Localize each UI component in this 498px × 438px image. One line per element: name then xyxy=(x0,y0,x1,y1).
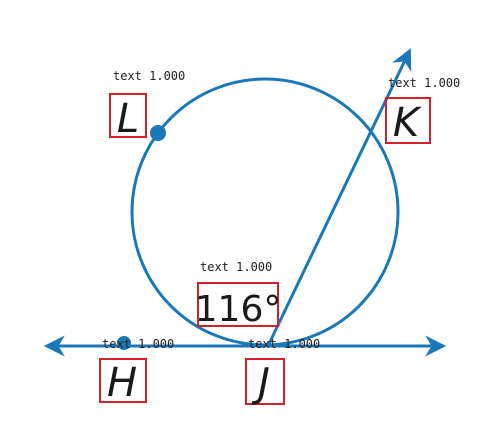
label-box-h xyxy=(99,358,147,403)
label-box-j xyxy=(245,358,285,405)
point-label-l: L xyxy=(117,96,139,142)
point-label-k: K xyxy=(393,100,422,146)
label-box-angle xyxy=(197,282,279,327)
point-label-h: H xyxy=(107,360,137,406)
annotation-j: text 1.000 xyxy=(248,337,320,351)
label-box-k xyxy=(385,97,431,144)
point-h-dot xyxy=(117,336,131,350)
angle-label: 116° xyxy=(195,289,282,330)
label-box-l xyxy=(109,93,147,138)
point-l-dot xyxy=(150,125,166,141)
annotation-l: text 1.000 xyxy=(113,69,185,83)
annotation-h: text 1.000 xyxy=(102,337,174,351)
annotation-angle: text 1.000 xyxy=(200,260,272,274)
annotation-k: text 1.000 xyxy=(388,76,460,90)
secant-ray xyxy=(266,48,412,347)
point-label-j: J xyxy=(251,360,270,406)
